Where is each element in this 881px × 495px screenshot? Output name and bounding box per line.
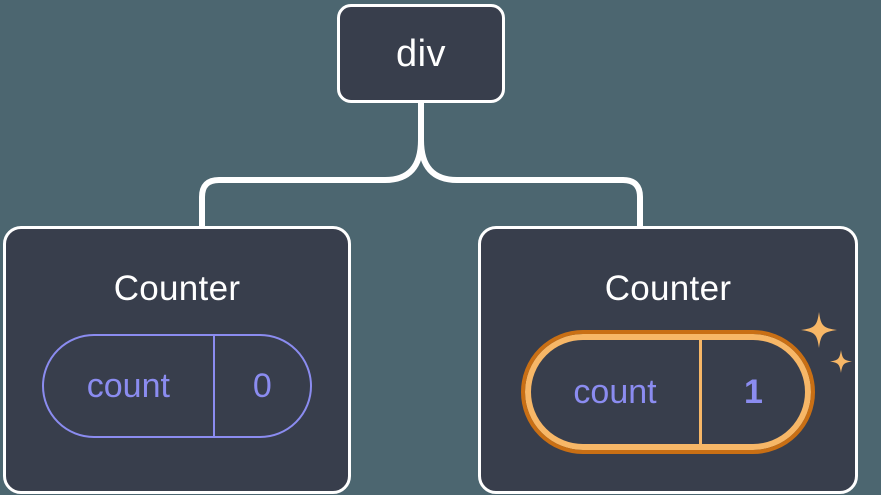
state-pill-wrapper-right: count 1	[521, 312, 852, 454]
state-pill-divider	[699, 340, 702, 444]
sparkle-large-icon	[801, 312, 837, 348]
node-root-label: div	[395, 32, 447, 75]
state-value-label: 1	[744, 373, 763, 411]
state-key-label: count	[86, 367, 170, 405]
state-pill-wrapper-left: count 0	[42, 334, 312, 438]
node-root-div[interactable]: div	[337, 4, 505, 103]
state-key-label: count	[573, 373, 657, 411]
sparkle-small-icon	[830, 350, 852, 373]
node-counter-right[interactable]: Counter count 1	[478, 226, 858, 494]
node-counter-left[interactable]: Counter count 0	[3, 226, 351, 494]
state-pill-divider	[212, 336, 215, 436]
state-pill[interactable]: count 0	[42, 334, 312, 438]
node-title: Counter	[604, 269, 732, 308]
state-value-label: 0	[252, 367, 272, 405]
node-title: Counter	[113, 269, 241, 308]
state-pill-highlighted[interactable]: count 1	[521, 330, 815, 454]
